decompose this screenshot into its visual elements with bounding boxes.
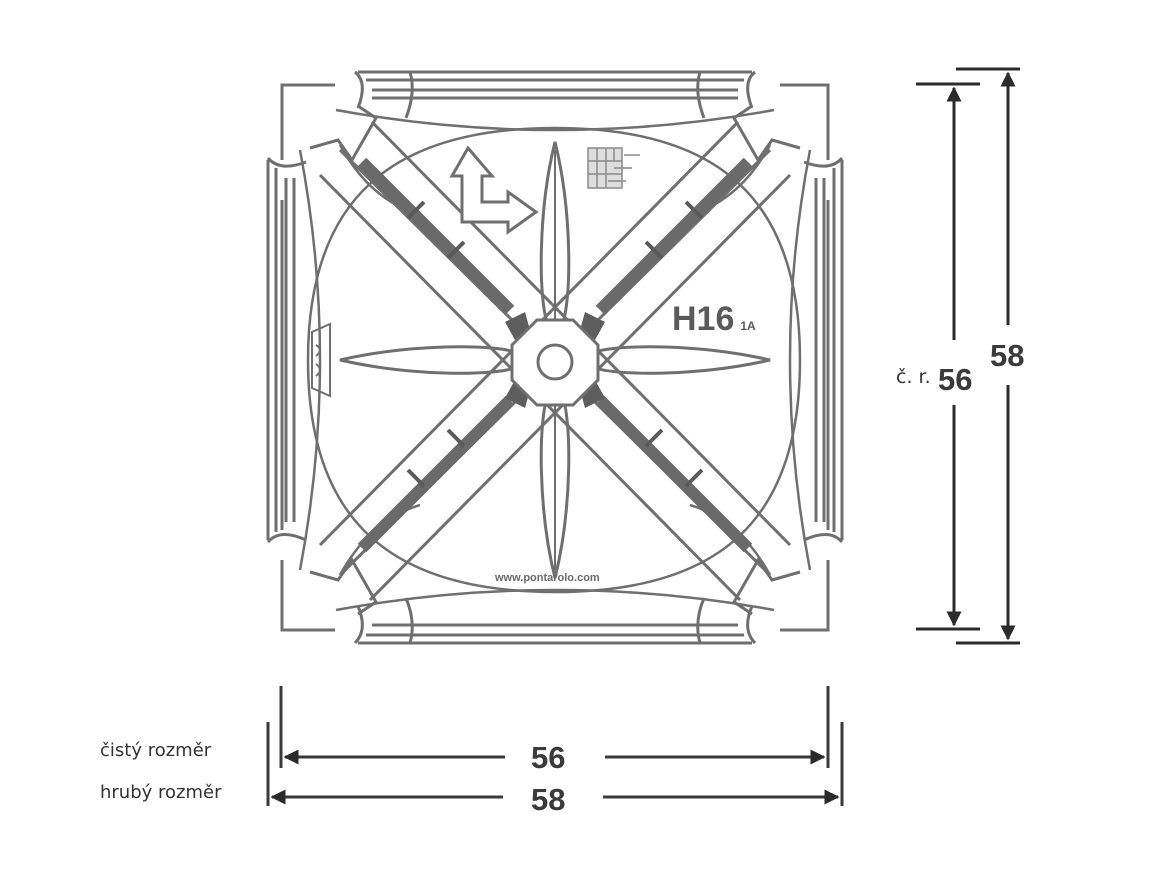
diagonal-arm-cores xyxy=(357,157,753,553)
top-rail xyxy=(353,70,757,119)
spec-table xyxy=(587,147,640,189)
right-rail xyxy=(803,156,844,544)
center-hole xyxy=(536,343,574,381)
website-text: www.pontarolo.com xyxy=(495,572,600,584)
model-number: H16 xyxy=(672,300,735,338)
legend-rough-size: hrubý rozměr xyxy=(100,782,222,803)
vertical-dimension-lines xyxy=(916,67,1020,645)
diagonal-arm-ties xyxy=(406,200,704,488)
bottom-rail xyxy=(353,597,757,645)
model-suffix: 1A xyxy=(740,319,756,333)
vertical-inner-prefix: č. r. xyxy=(896,366,931,388)
horizontal-outer-value: 58 xyxy=(531,782,566,818)
legend-clean-size: čistý rozměr xyxy=(100,740,212,761)
vertical-outer-value: 58 xyxy=(990,336,1025,376)
lid-drawing xyxy=(266,70,844,645)
horizontal-inner-value: 56 xyxy=(531,740,566,776)
direction-arrow-icon xyxy=(449,145,539,235)
side-emblem-icon xyxy=(311,322,331,398)
outer-frame xyxy=(280,83,830,632)
horizontal-dimension-lines xyxy=(266,686,844,806)
inner-ellipse xyxy=(306,126,802,594)
horizontal-arm xyxy=(339,345,517,375)
left-rail xyxy=(266,156,307,544)
model-label: H16 1A xyxy=(672,300,756,339)
center-hub xyxy=(510,318,600,407)
vertical-inner-value: 56 xyxy=(938,360,973,400)
